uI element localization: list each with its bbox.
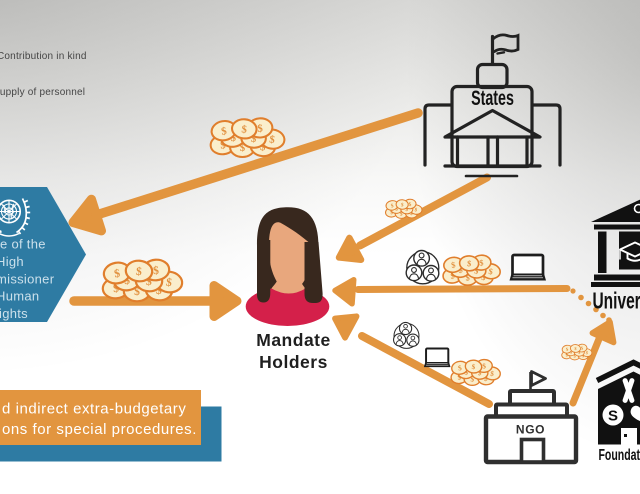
svg-text:NGO: NGO	[516, 423, 545, 437]
svg-text:States: States	[471, 86, 514, 109]
svg-text:ons for special procedures.: ons for special procedures.	[2, 421, 197, 438]
svg-text:Foundations: Foundations	[599, 446, 640, 464]
svg-text:Holders: Holders	[259, 352, 328, 372]
svg-text:e of the: e of the	[0, 237, 46, 252]
svg-text:S: S	[608, 408, 618, 425]
svg-text:Mandate: Mandate	[256, 330, 330, 350]
svg-text:Human: Human	[0, 289, 39, 304]
svg-text:d indirect extra-budgetary: d indirect extra-budgetary	[2, 401, 186, 418]
svg-text:missioner: missioner	[0, 271, 55, 286]
svg-text:Contribution in kind: Contribution in kind	[0, 51, 87, 62]
svg-text:Supply of personnel: Supply of personnel	[0, 87, 85, 98]
svg-text:ights: ights	[0, 306, 28, 321]
svg-text:High: High	[0, 254, 24, 269]
svg-text:Universities: Universities	[593, 288, 640, 314]
